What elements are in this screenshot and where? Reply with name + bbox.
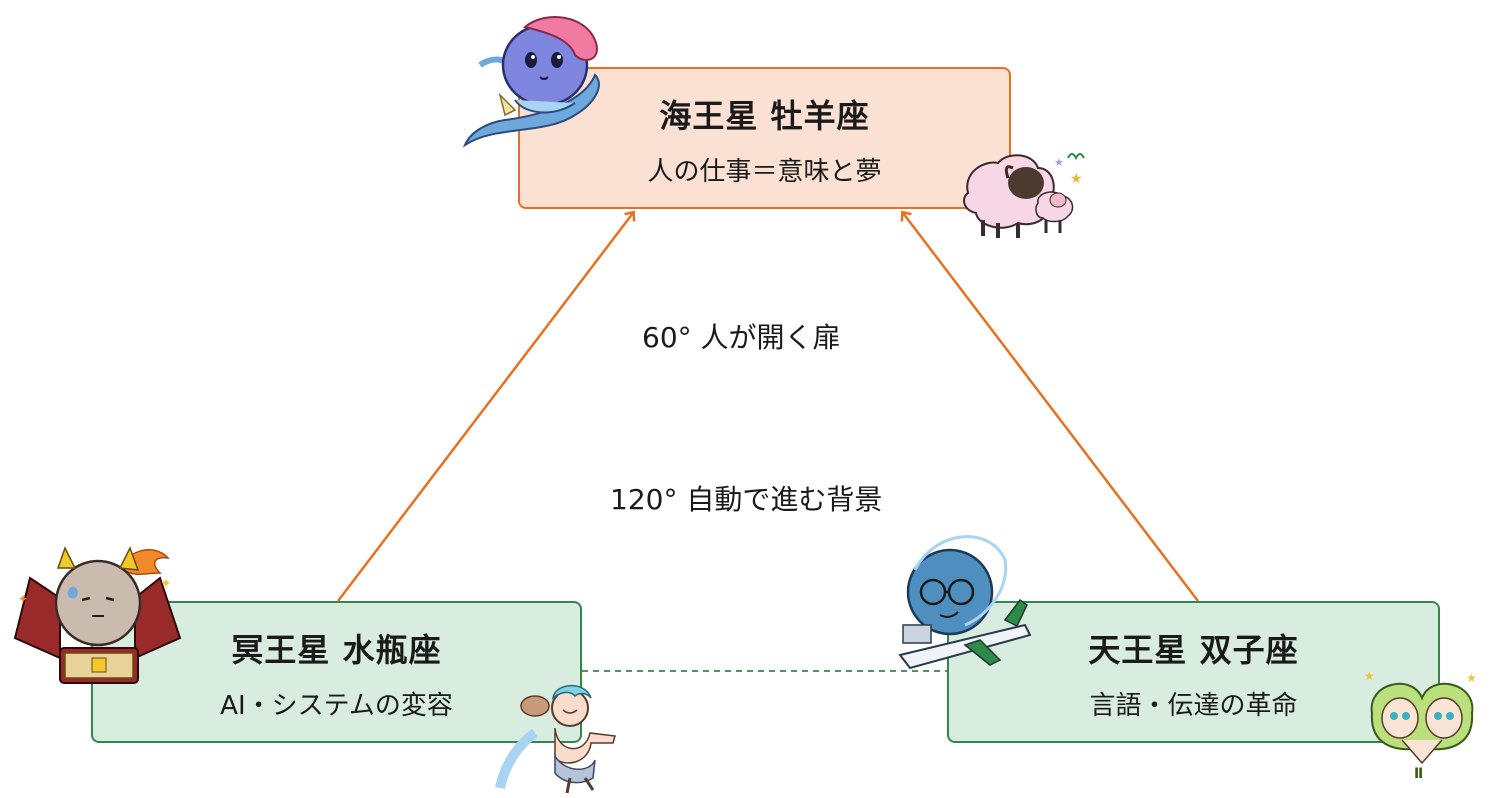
ram-sheep-icon: ★ ★: [958, 148, 1088, 243]
pluto-subtitle: AI・システムの変容: [220, 691, 453, 721]
uranus-title: 天王星 双子座: [1088, 631, 1299, 669]
uranus-gemini-node: 天王星 双子座 言語・伝達の革命: [947, 601, 1440, 743]
sextile-label: 60° 人が開く扉: [642, 321, 841, 354]
gemini-twins-icon: Ⅱ ★ ★: [1362, 668, 1482, 780]
neptune-subtitle: 人の仕事＝意味と夢: [647, 157, 882, 187]
arrow-pluto-to-neptune: [337, 210, 636, 602]
aquarius-water-bearer-icon: [495, 678, 630, 796]
neptune-aries-node: 海王星 牡羊座 人の仕事＝意味と夢: [518, 67, 1011, 209]
neptune-mascot-icon: [455, 5, 615, 155]
svg-text:★: ★: [1364, 669, 1375, 683]
arrow-uranus-to-neptune: [900, 210, 1199, 602]
svg-text:★: ★: [1466, 671, 1477, 685]
neptune-title: 海王星 牡羊座: [659, 97, 870, 135]
svg-text:✦: ✦: [18, 592, 28, 606]
uranus-glasses-mascot-icon: [895, 530, 1035, 680]
uranus-subtitle: 言語・伝達の革命: [1089, 691, 1298, 721]
trine-label: 120° 自動で進む背景: [610, 483, 883, 516]
svg-text:★: ★: [1070, 171, 1083, 187]
svg-text:★: ★: [1054, 156, 1064, 169]
pluto-title: 冥王星 水瓶座: [231, 631, 442, 669]
svg-text:✦: ✦: [160, 576, 172, 592]
pluto-devil-mascot-icon: ✦ ✦: [10, 538, 185, 688]
svg-text:Ⅱ: Ⅱ: [1414, 766, 1423, 780]
